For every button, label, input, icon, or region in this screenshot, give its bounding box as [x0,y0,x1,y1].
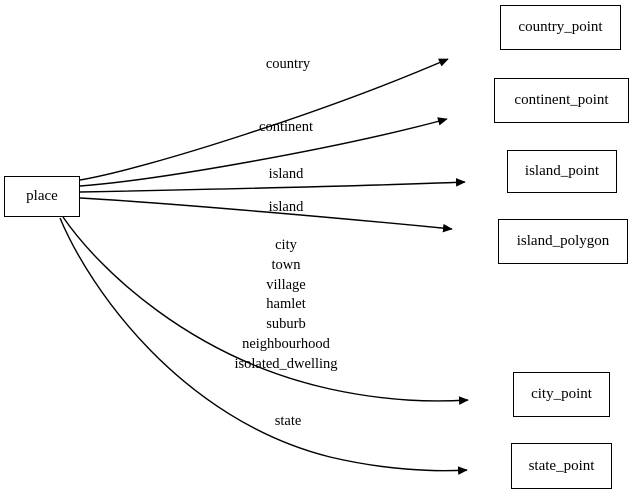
edge-label-line: hamlet [266,296,306,313]
edge-place-state_point [59,217,468,475]
node-city-point[interactable]: city_point [513,372,610,417]
edge-label-line: village [266,276,306,293]
edge-label-line: suburb [266,316,306,333]
node-country-point[interactable]: country_point [500,5,621,50]
edge-label-country: country [265,56,311,72]
node-continent-point[interactable]: continent_point [494,78,629,123]
edge-label-island-point: island [268,166,304,182]
edge-label-continent: continent [259,119,313,135]
edge-label-state: state [274,413,302,429]
edge-place-island_polygon [79,197,453,233]
node-island-polygon[interactable]: island_polygon [498,219,628,264]
edge-label-line: isolated_dwelling [234,355,338,372]
node-island-point[interactable]: island_point [507,150,617,193]
edge-place-city_point [62,216,469,405]
edge-label-line: neighbourhood [242,335,330,352]
edge-label-island-polygon: island [268,199,304,215]
edge-place-country_point [79,58,449,181]
node-place[interactable]: place [4,176,80,217]
node-state-point[interactable]: state_point [511,443,612,489]
edge-label-line: city [275,237,297,253]
edge-place-island_point [79,178,466,193]
edge-label-line: town [271,256,301,273]
edge-place-continent_point [79,117,448,187]
edge-label-city-kinds: city town village hamlet suburb neighbourhood… [234,236,337,375]
